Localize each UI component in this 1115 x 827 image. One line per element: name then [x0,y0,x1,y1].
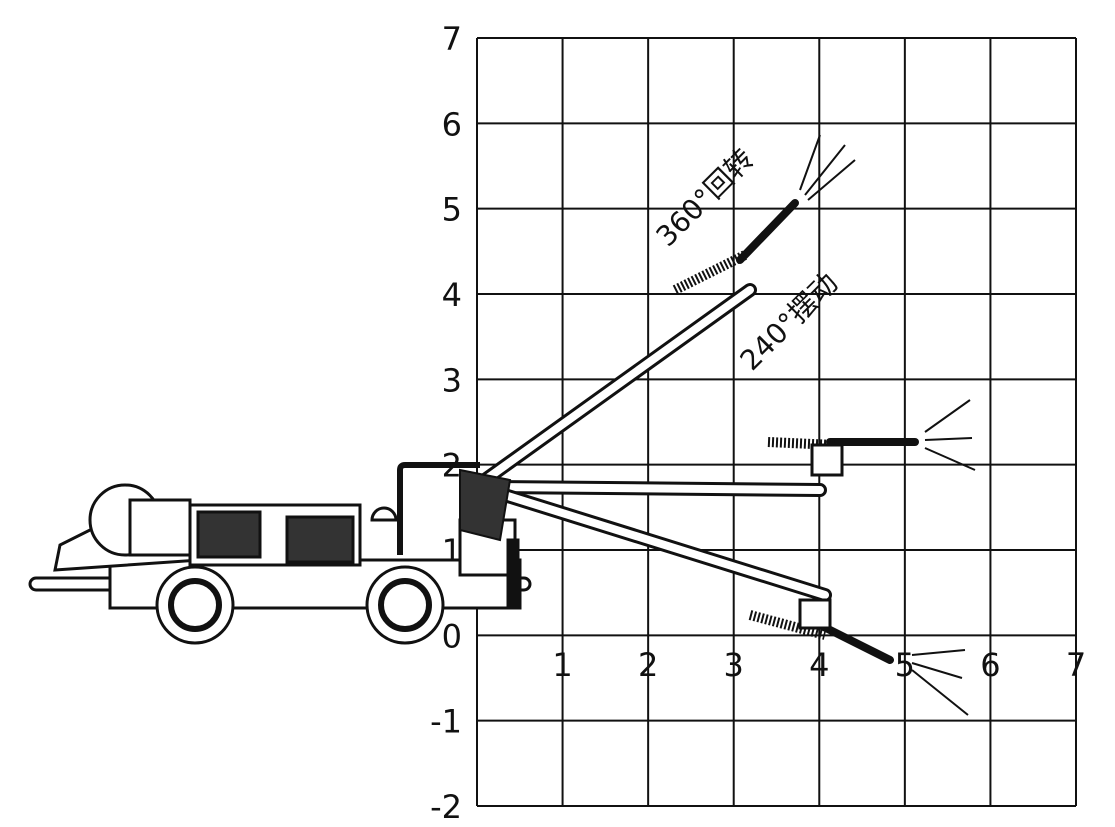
boom-positions [459,134,976,716]
x-tick-label: 4 [809,646,829,684]
x-tick-label: 2 [638,646,658,684]
nozzle-upper [736,199,799,264]
y-tick-label: 0 [442,617,462,655]
spray-middle [924,399,976,471]
y-tick-label: -1 [430,703,462,741]
nozzle-head-lower [798,598,832,630]
nozzle-head-middle [810,443,844,477]
rotation-annotation: 360°回转 [650,142,761,253]
x-tick-label: 3 [724,646,744,684]
rotator-middle [767,437,836,450]
rear-wheel-rim [168,578,222,632]
rotator-lower [748,610,827,640]
y-tick-label: 6 [442,105,462,143]
y-tick-label: 7 [442,20,462,58]
y-tick-label: 5 [442,191,462,229]
nozzle-lower [816,621,894,664]
x-tick-label: 7 [1066,646,1086,684]
boom-pivot [459,468,512,542]
beacon-light [370,506,398,522]
delivery-pipe [397,462,480,555]
shotcrete-vehicle [28,462,532,645]
y-tick-label: 4 [442,276,462,314]
y-tick-label: -2 [430,788,462,826]
pump-unit [128,498,192,557]
grid [476,37,1077,807]
spray-upper [799,134,856,201]
radiator-grille-2 [285,515,355,564]
swing-annotation: 240°摆动 [734,266,845,377]
outrigger [506,538,520,607]
radiator-grille [196,510,262,559]
x-tick-label: 6 [980,646,1000,684]
rotator-upper [672,250,748,295]
spray-lower [911,649,969,716]
y-tick-label: 3 [442,361,462,399]
front-wheel-rim [378,578,432,632]
x-tick-label: 1 [552,646,572,684]
x-tick-label: 5 [895,646,915,684]
